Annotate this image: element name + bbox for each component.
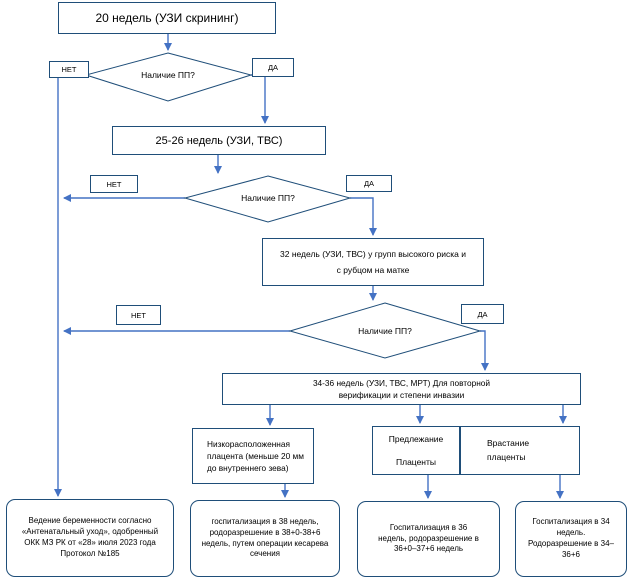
previa-text-2: Плаценты [396,457,436,468]
stage2-box: 25-26 недель (УЗИ, ТВС) [112,126,326,155]
outcome-previa-text: Госпитализация в 36 недель, родоразрешен… [378,522,479,554]
low-placenta-text: Низкорасположенная плацента (меньше 20 м… [207,438,304,473]
previa-text-1: Предлежание [388,433,444,444]
decision3-text: Наличие ПП? [358,326,412,336]
decision1-text: Наличие ПП? [141,70,195,80]
decision3-diamond [288,302,482,359]
stage4-box: 34-36 недель (УЗИ, ТВС, МРТ) Для повторн… [222,373,581,405]
start-text: 20 недель (УЗИ скрининг) [95,11,239,25]
outcome-normal-box: Ведение беременности согласно «Антенатал… [6,499,174,577]
decision2-diamond [183,175,352,223]
outcome-accreta-box: Госпитализация в 34 недель. Родоразрешен… [515,501,627,577]
outcome-low-text: госпитализация в 38 недель, родоразрешен… [201,516,329,559]
previa-box: Предлежание Плаценты [372,426,460,475]
stage3-box: 32 недель (УЗИ, ТВС) у групп высокого ри… [262,238,484,286]
outcome-normal-text: Ведение беременности согласно «Антенатал… [21,516,159,558]
yes-label-3: ДА [461,304,504,324]
no-label-2: НЕТ [90,175,138,193]
low-placenta-box: Низкорасположенная плацента (меньше 20 м… [192,428,314,484]
accreta-box: Врастание плаценты [460,426,580,475]
accreta-text: Врастание плаценты [487,437,530,462]
outcome-low-box: госпитализация в 38 недель, родоразрешен… [190,500,340,577]
no-label-1: НЕТ [49,61,89,78]
stage4-text: 34-36 недель (УЗИ, ТВС, МРТ) Для повторн… [312,377,491,400]
decision1-diamond [84,52,253,102]
start-box: 20 недель (УЗИ скрининг) [58,2,276,34]
no-label-3: НЕТ [116,305,161,325]
yes-label-1: ДА [252,58,294,77]
stage3-text: 32 недель (УЗИ, ТВС) у групп высокого ри… [280,248,466,275]
outcome-previa-box: Госпитализация в 36 недель, родоразрешен… [357,501,500,577]
outcome-accreta-text: Госпитализация в 34 недель. Родоразрешен… [528,517,614,559]
decision2-text: Наличие ПП? [241,193,295,203]
yes-label-2: ДА [346,175,392,192]
stage2-text: 25-26 недель (УЗИ, ТВС) [155,134,283,147]
